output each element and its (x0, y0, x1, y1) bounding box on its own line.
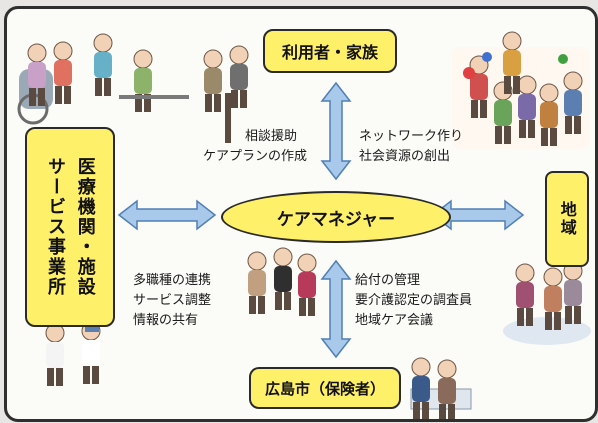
label-top-left: 相談援助 ケアプランの作成 (203, 127, 307, 167)
arrow-left-horizontal (117, 199, 217, 231)
arrow-top-vertical (320, 81, 352, 181)
diagram-frame: 利用者・家族 ケアマネジャー 地域 広島市（保険者） 医療機関・施設 サービス事… (4, 6, 598, 422)
office-workers-illustration (410, 357, 472, 419)
label-community-care-meeting: 地域ケア会議 (355, 313, 434, 328)
label-bottom-left: 多職種の連携 サービス調整 情報の共有 (133, 271, 211, 331)
label-info-sharing: 情報の共有 (133, 313, 199, 328)
label-consultation: 相談援助 (245, 129, 298, 144)
professionals-illustration (247, 247, 317, 317)
arrow-bottom-vertical (320, 259, 352, 359)
doctor-nurse-illustration (45, 321, 101, 387)
medical-label-line1: 医療機関・施設 (74, 157, 96, 297)
care-manager-box: ケアマネジャー (221, 191, 451, 243)
label-resources: 社会資源の創出 (359, 149, 451, 164)
caregivers-illustration (17, 33, 189, 125)
label-care-plan: ケアプランの作成 (203, 149, 308, 164)
label-collaboration: 多職種の連携 (133, 273, 212, 288)
community-crowd-illustration (452, 31, 590, 149)
label-certification-investigator: 要介護認定の調査員 (355, 293, 473, 308)
region-residents-illustration (503, 261, 591, 345)
label-top-right: ネットワーク作り 社会資源の創出 (359, 127, 463, 167)
label-benefit-management: 給付の管理 (355, 273, 421, 288)
city-box: 広島市（保険者） (249, 367, 401, 409)
family-box: 利用者・家族 (263, 29, 397, 73)
medical-label-line2: サービス事業所 (45, 157, 66, 297)
arrow-right-horizontal (431, 199, 525, 231)
elderly-couple-illustration (203, 45, 249, 143)
label-service-coordination: サービス調整 (133, 293, 212, 308)
label-bottom-right: 給付の管理 要介護認定の調査員 地域ケア会議 (355, 271, 472, 331)
region-box: 地域 (545, 171, 589, 267)
medical-facility-box: 医療機関・施設 サービス事業所 (25, 127, 115, 327)
label-networking: ネットワーク作り (359, 129, 464, 144)
region-label: 地域 (557, 201, 577, 237)
